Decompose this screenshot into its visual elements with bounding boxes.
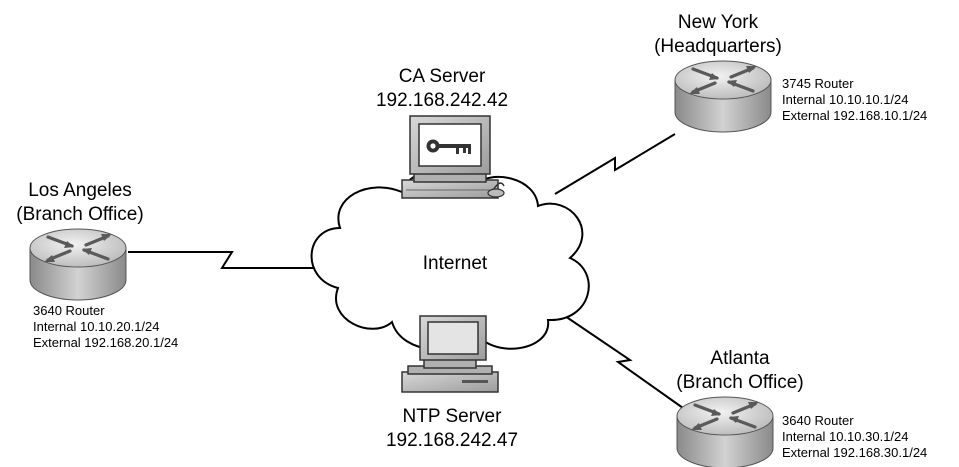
new-york-internal: Internal 10.10.10.1/24 [782, 92, 909, 107]
ntp-server-computer [401, 315, 499, 393]
router-icon-new-york [673, 60, 773, 134]
los-angeles-internal: Internal 10.10.20.1/24 [33, 319, 160, 334]
los-angeles-model: 3640 Router [33, 303, 105, 318]
atlanta-city: Atlanta [710, 348, 770, 369]
ca-server-computer [401, 115, 505, 199]
link-atlanta-internet [561, 313, 684, 409]
router-icon-los-angeles [28, 228, 128, 302]
internet-label: Internet [423, 253, 488, 274]
ntp-server-ip: 192.168.242.47 [386, 430, 518, 451]
new-york-external: External 192.168.10.1/24 [782, 108, 927, 123]
wan-links [128, 133, 684, 409]
los-angeles-external: External 192.168.20.1/24 [33, 335, 178, 350]
ca-server-name: CA Server [399, 66, 486, 87]
los-angeles-role: (Branch Office) [16, 204, 143, 225]
ntp-server-name: NTP Server [403, 406, 503, 427]
atlanta-model: 3640 Router [782, 413, 854, 428]
new-york-city: New York [678, 12, 759, 33]
router-icon-atlanta [675, 396, 775, 467]
los-angeles-city: Los Angeles [28, 180, 132, 201]
atlanta-internal: Internal 10.10.30.1/24 [782, 429, 909, 444]
link-los-angeles-internet [128, 251, 335, 269]
new-york-model: 3745 Router [782, 76, 854, 91]
atlanta-role: (Branch Office) [676, 372, 803, 393]
new-york-role: (Headquarters) [654, 36, 782, 57]
ca-server-ip: 192.168.242.42 [376, 90, 508, 111]
key-icon [426, 139, 471, 154]
link-new-york-internet [554, 133, 676, 195]
atlanta-external: External 192.168.30.1/24 [782, 445, 927, 460]
